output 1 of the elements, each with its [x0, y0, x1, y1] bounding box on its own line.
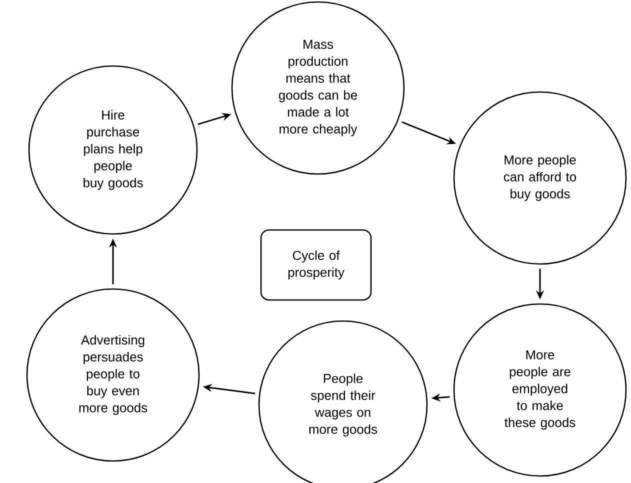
title-box: Cycle of prosperity: [260, 229, 372, 301]
